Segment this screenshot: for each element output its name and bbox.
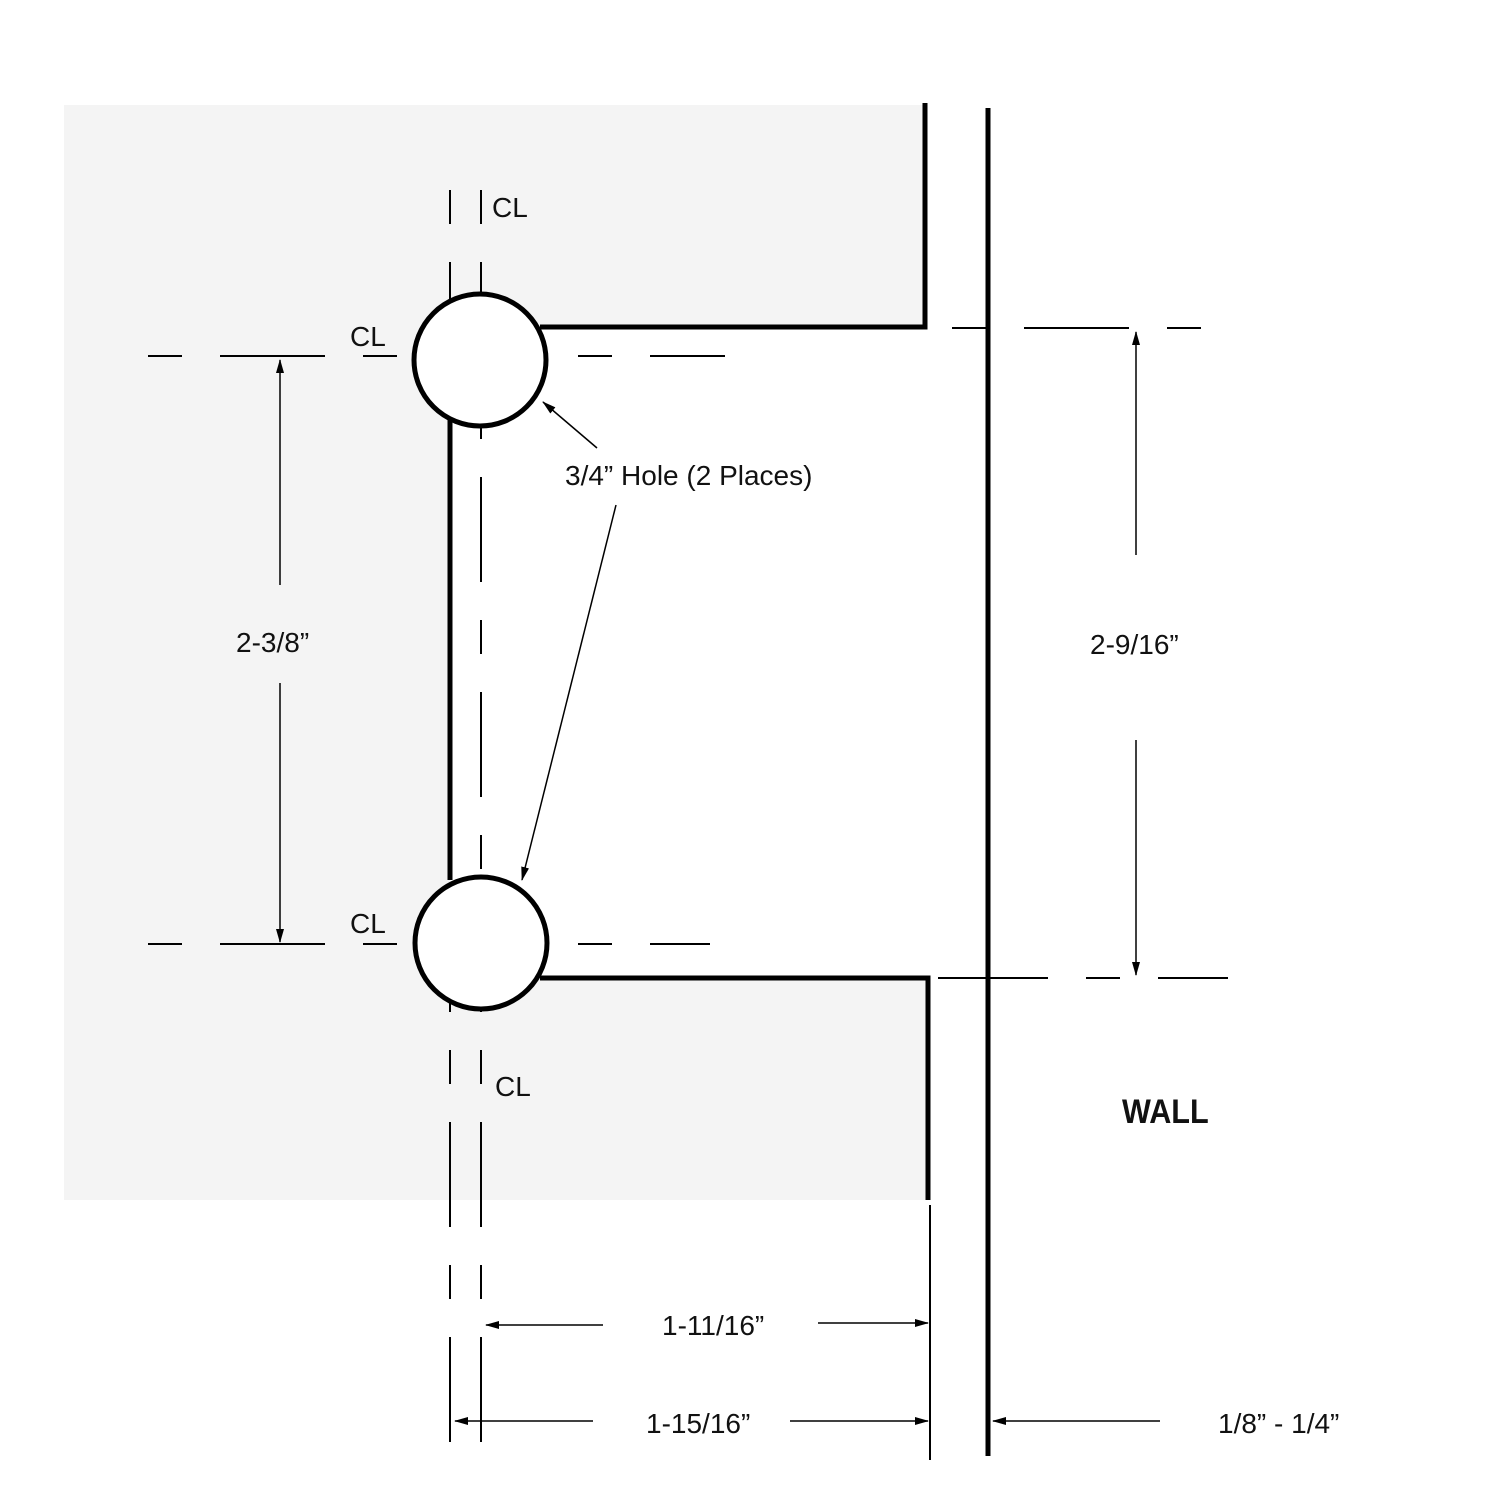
cl-label-bottom: CL: [495, 1071, 531, 1102]
cl-label-hole-top: CL: [350, 321, 386, 352]
hole-top: [411, 291, 549, 429]
hole-bottom: [412, 874, 550, 1012]
leader-top-hole: [542, 401, 598, 449]
edge-to-hole-far-dimension: 1-15/16”: [646, 1408, 751, 1439]
cl-label-top: CL: [492, 192, 528, 223]
glass-panel: [64, 105, 928, 1200]
hole-spacing-dimension: 2-3/8”: [236, 627, 310, 658]
leader-bottom-hole: [521, 504, 617, 881]
wall-label: WALL: [1122, 1093, 1209, 1131]
hole-note: 3/4” Hole (2 Places): [565, 460, 813, 491]
cutout-height-dimension: 2-9/16”: [1090, 629, 1179, 660]
wall-gap-dimension: 1/8” - 1/4”: [1218, 1408, 1340, 1439]
cl-label-hole-bottom: CL: [350, 908, 386, 939]
edge-to-hole-center-dimension: 1-11/16”: [662, 1310, 765, 1341]
